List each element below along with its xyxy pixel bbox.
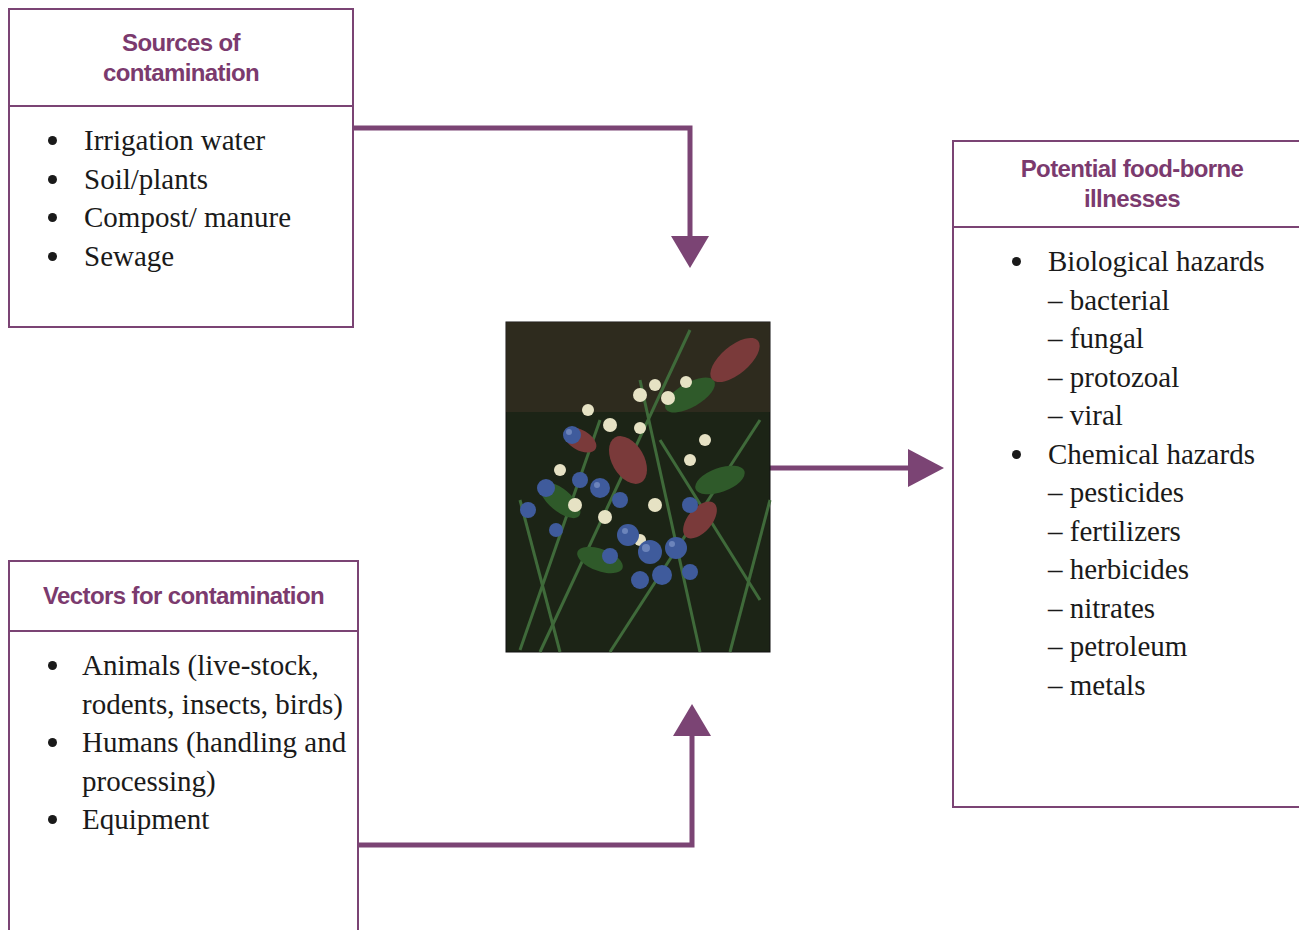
bullet-dot [48, 252, 57, 261]
item-text: Biological hazards [1048, 245, 1265, 277]
bullet-dot [1012, 450, 1021, 459]
bullet-dot [48, 136, 57, 145]
bullet-dot [48, 661, 57, 670]
list-item: – pesticides [1048, 473, 1290, 512]
illness-box: Potential food-borne illnessesBiological… [952, 140, 1299, 808]
blueberry-photo [506, 322, 770, 652]
list-item: Equipment [82, 800, 347, 839]
list-item: Animals (live-stock, rodents, insects, b… [82, 646, 347, 723]
item-text: Chemical hazards [1048, 438, 1255, 470]
list-item: – fertilizers [1048, 512, 1290, 551]
item-text: Soil/plants [84, 163, 208, 195]
list-item: Biological hazards [1048, 242, 1290, 281]
list-item: – petroleum [1048, 627, 1290, 666]
list-item: Sewage [84, 237, 342, 276]
item-text: – bacterial [1048, 284, 1170, 316]
item-text: Sewage [84, 240, 174, 272]
list-item: – metals [1048, 666, 1290, 705]
item-text: Equipment [82, 803, 209, 835]
bullet-dot [1012, 257, 1021, 266]
list-item: Irrigation water [84, 121, 342, 160]
vector-box: Vectors for contaminationAnimals (live-s… [8, 560, 359, 930]
bullet-dot [48, 815, 57, 824]
item-text: – metals [1048, 669, 1145, 701]
box-heading: Vectors for contamination [43, 581, 324, 611]
item-text: Compost/ manure [84, 201, 291, 233]
item-text: – fungal [1048, 322, 1144, 354]
arrow-head [673, 704, 711, 736]
item-text: Humans (handling and processing) [82, 726, 346, 797]
arrow-head [908, 449, 944, 487]
box-list: Irrigation waterSoil/plantsCompost/ manu… [10, 107, 352, 287]
item-text: – herbicides [1048, 553, 1189, 585]
item-text: Irrigation water [84, 124, 265, 156]
arrow-head [671, 236, 709, 268]
list-item: – herbicides [1048, 550, 1290, 589]
list-item: Humans (handling and processing) [82, 723, 347, 800]
item-text: – protozoal [1048, 361, 1179, 393]
arrow-heads [671, 236, 944, 736]
box-header: Sources of contamination [10, 10, 352, 107]
box-heading: Sources of contamination [61, 28, 301, 88]
list-item: Soil/plants [84, 160, 342, 199]
flow-arrows [353, 128, 912, 845]
item-text: – viral [1048, 399, 1123, 431]
bullet-dot [48, 738, 57, 747]
source-box: Sources of contaminationIrrigation water… [8, 8, 354, 328]
list-item: – viral [1048, 396, 1290, 435]
box-list: Animals (live-stock, rodents, insects, b… [10, 632, 357, 859]
box-list: Biological hazards – bacterial – fungal – p… [954, 228, 1299, 724]
arrow-line [770, 466, 912, 471]
box-header: Potential food-borne illnesses [954, 142, 1299, 228]
box-header: Vectors for contamination [10, 562, 357, 632]
item-text: – fertilizers [1048, 515, 1181, 547]
bullet-dot [48, 213, 57, 222]
list-item: Compost/ manure [84, 198, 342, 237]
item-text: Animals (live-stock, rodents, insects, b… [82, 649, 343, 720]
list-item: Chemical hazards [1048, 435, 1290, 474]
list-item: – bacterial [1048, 281, 1290, 320]
item-text: – petroleum [1048, 630, 1187, 662]
bullet-dot [48, 175, 57, 184]
list-item: – fungal [1048, 319, 1290, 358]
item-text: – pesticides [1048, 476, 1184, 508]
list-item: – nitrates [1048, 589, 1290, 628]
arrow-line [353, 128, 690, 240]
arrow-line [358, 732, 692, 845]
box-heading: Potential food-borne illnesses [982, 154, 1282, 214]
item-text: – nitrates [1048, 592, 1155, 624]
list-item: – protozoal [1048, 358, 1290, 397]
